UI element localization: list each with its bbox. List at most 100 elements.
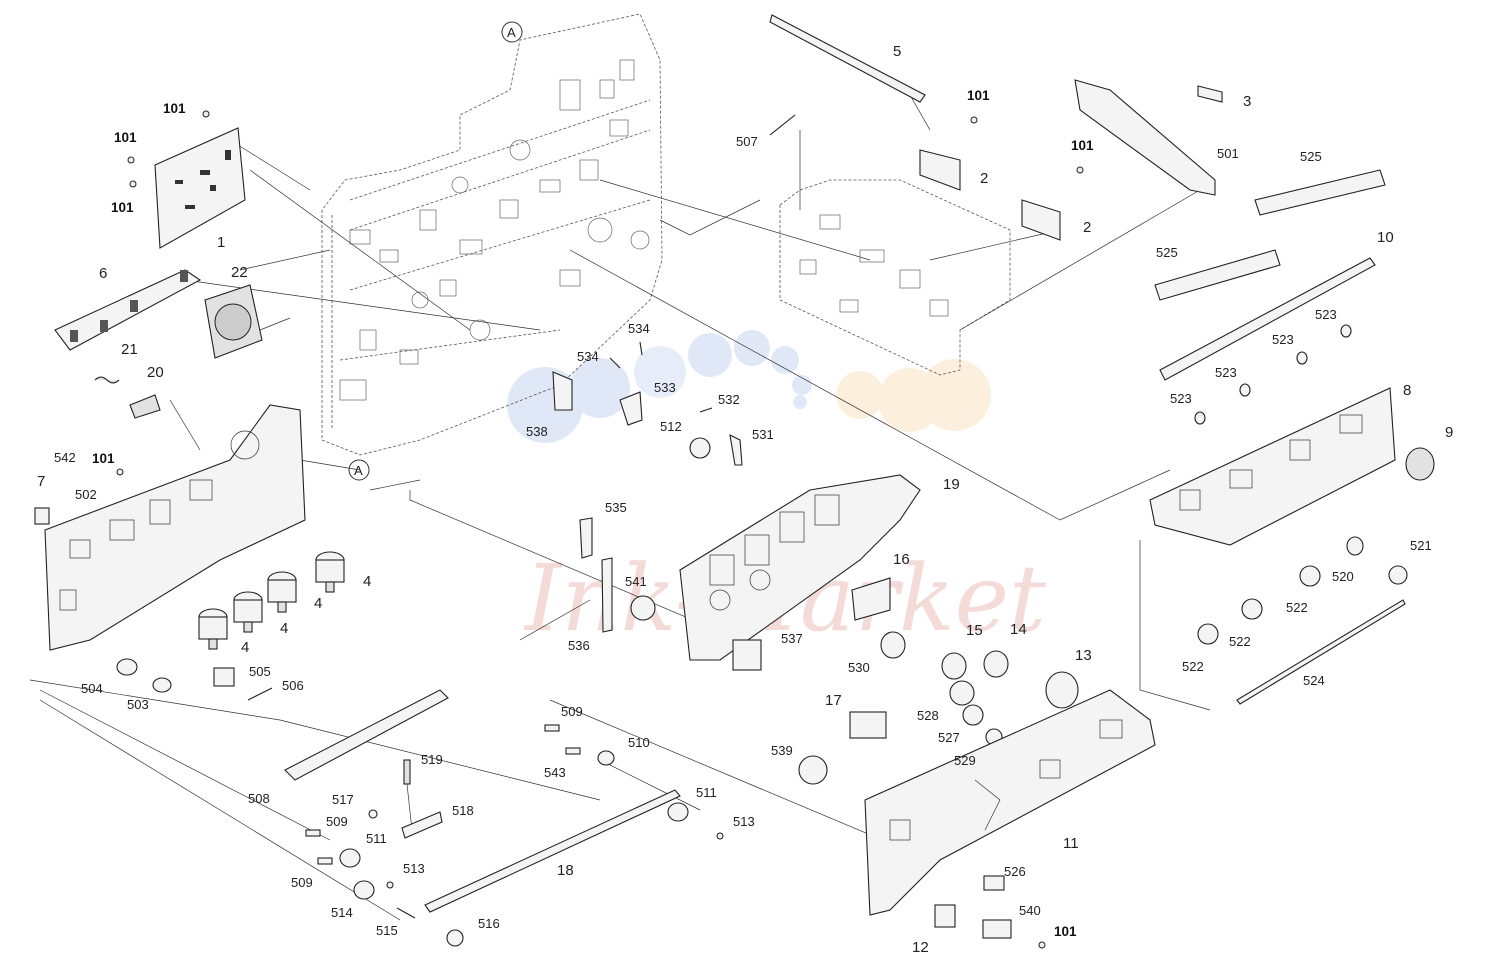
label-510: 510 (628, 735, 650, 750)
label-505: 505 (249, 664, 271, 679)
label-508: 508 (248, 791, 270, 806)
label-12: 12 (912, 939, 929, 956)
label-4: 4 (314, 595, 322, 612)
right-frame-panel (779, 179, 1011, 376)
label-522: 522 (1229, 634, 1251, 649)
rail-part-10 (1159, 257, 1376, 381)
label-524: 524 (1303, 673, 1325, 688)
label-519: 519 (421, 752, 443, 767)
bracket-part-501 (1074, 79, 1216, 196)
label-513: 513 (403, 861, 425, 876)
label-8: 8 (1403, 382, 1411, 399)
label-522: 522 (1182, 659, 1204, 674)
roller-assembly-middle (544, 724, 724, 840)
mounts-part-2 (919, 149, 1061, 241)
label-528: 528 (917, 708, 939, 723)
label-501: 501 (1217, 146, 1239, 161)
label-535: 535 (605, 500, 627, 515)
label-529: 529 (954, 753, 976, 768)
label-511: 511 (366, 831, 387, 846)
label-11: 11 (1063, 835, 1079, 852)
label-540: 540 (1019, 903, 1041, 918)
label-536: 536 (568, 638, 590, 653)
cover-part-3 (1197, 85, 1223, 103)
label-533: 533 (654, 380, 676, 395)
label-101: 101 (111, 200, 134, 215)
connector-part-7 (34, 507, 50, 525)
label-101: 101 (967, 88, 990, 103)
label-520: 520 (1332, 569, 1354, 584)
label-532: 532 (718, 392, 740, 407)
watermark-dots (507, 330, 991, 443)
label-16: 16 (893, 551, 910, 568)
label-13: 13 (1075, 647, 1092, 664)
label-521: 521 (1410, 538, 1432, 553)
label-504: 504 (81, 681, 103, 696)
top-bracket-part-5 (769, 14, 926, 136)
label-20: 20 (147, 364, 164, 381)
bushings-left (116, 658, 273, 701)
label-7: 7 (37, 473, 45, 490)
pcb-board-part-1 (154, 127, 246, 249)
label-525: 525 (1156, 245, 1178, 260)
lever-part-20 (129, 394, 161, 419)
label-518: 518 (452, 803, 474, 818)
label-511: 511 (696, 785, 717, 800)
label-523: 523 (1272, 332, 1294, 347)
center-assembly-part-19 (679, 474, 921, 661)
label-534: 534 (628, 321, 650, 336)
shaft-part-524 (1236, 599, 1406, 705)
gears-lower-center (798, 680, 1003, 785)
label-1: 1 (217, 234, 225, 251)
label-527: 527 (938, 730, 960, 745)
label-542: 542 (54, 450, 76, 465)
label-543: 543 (544, 765, 566, 780)
reference-marker-a-top: A (501, 21, 523, 43)
label-101: 101 (114, 130, 137, 145)
label-2: 2 (980, 170, 988, 187)
left-frame-part-502 (44, 404, 306, 651)
label-534: 534 (577, 349, 599, 364)
label-541: 541 (625, 574, 647, 589)
label-101: 101 (163, 101, 186, 116)
label-509: 509 (561, 704, 583, 719)
label-530: 530 (848, 660, 870, 675)
label-18: 18 (557, 862, 574, 879)
label-101: 101 (92, 451, 115, 466)
center-lower-parts (579, 517, 762, 671)
label-4: 4 (241, 639, 249, 656)
roller-assembly-lower-left (305, 829, 464, 947)
label-514: 514 (331, 905, 353, 920)
guides-part-525 (1154, 169, 1386, 301)
label-502: 502 (75, 487, 97, 502)
rail-part-508 (284, 689, 449, 781)
label-513: 513 (733, 814, 755, 829)
label-506: 506 (282, 678, 304, 693)
label-9: 9 (1445, 424, 1453, 441)
label-17: 17 (825, 692, 842, 709)
label-523: 523 (1315, 307, 1337, 322)
label-19: 19 (943, 476, 960, 493)
label-22: 22 (231, 264, 248, 281)
label-525: 525 (1300, 149, 1322, 164)
rollers-right-center (880, 631, 1079, 709)
label-523: 523 (1215, 365, 1237, 380)
svg-text:A: A (507, 25, 516, 40)
label-537: 537 (781, 631, 803, 646)
label-538: 538 (526, 424, 548, 439)
label-503: 503 (127, 697, 149, 712)
bushings-part-523 (1194, 324, 1352, 425)
frame-part-8 (1149, 387, 1396, 546)
label-21: 21 (121, 341, 138, 358)
main-side-frame (321, 13, 663, 456)
label-14: 14 (1010, 621, 1027, 638)
label-523: 523 (1170, 391, 1192, 406)
lower-frame-part-11 (864, 689, 1156, 916)
belt-part-18 (424, 789, 681, 913)
screw-icons (116, 110, 1084, 949)
label-539: 539 (771, 743, 793, 758)
label-522: 522 (1286, 600, 1308, 615)
label-2: 2 (1083, 219, 1091, 236)
sensor-cluster-center (552, 341, 743, 466)
